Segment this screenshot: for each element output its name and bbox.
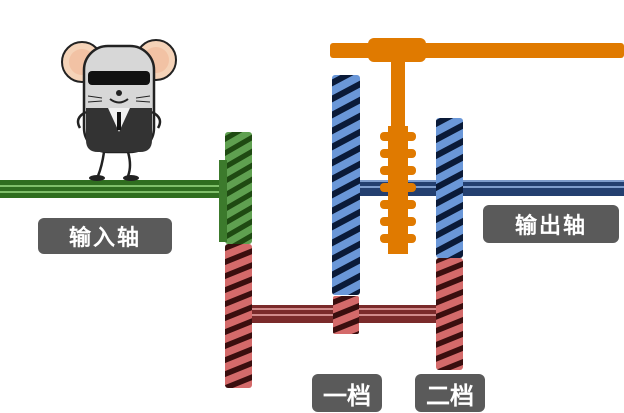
input-gear — [225, 132, 252, 244]
input-gear-hub — [219, 160, 227, 242]
output-shaft-label: 输出轴 — [483, 205, 619, 243]
first-counter-gear — [333, 296, 359, 334]
selector-fork — [330, 38, 624, 254]
input-shaft-label: 输入轴 — [38, 218, 172, 254]
second-gear — [436, 118, 463, 258]
mouse-with-sunglasses-icon — [61, 39, 177, 181]
second-gear-label: 二档 — [415, 374, 485, 412]
second-counter-gear — [436, 258, 463, 370]
output-shaft — [345, 180, 624, 196]
input-shaft — [0, 180, 232, 198]
counter-drive-gear — [225, 244, 252, 388]
first-gear-label: 一档 — [312, 374, 382, 412]
first-gear — [332, 75, 360, 295]
